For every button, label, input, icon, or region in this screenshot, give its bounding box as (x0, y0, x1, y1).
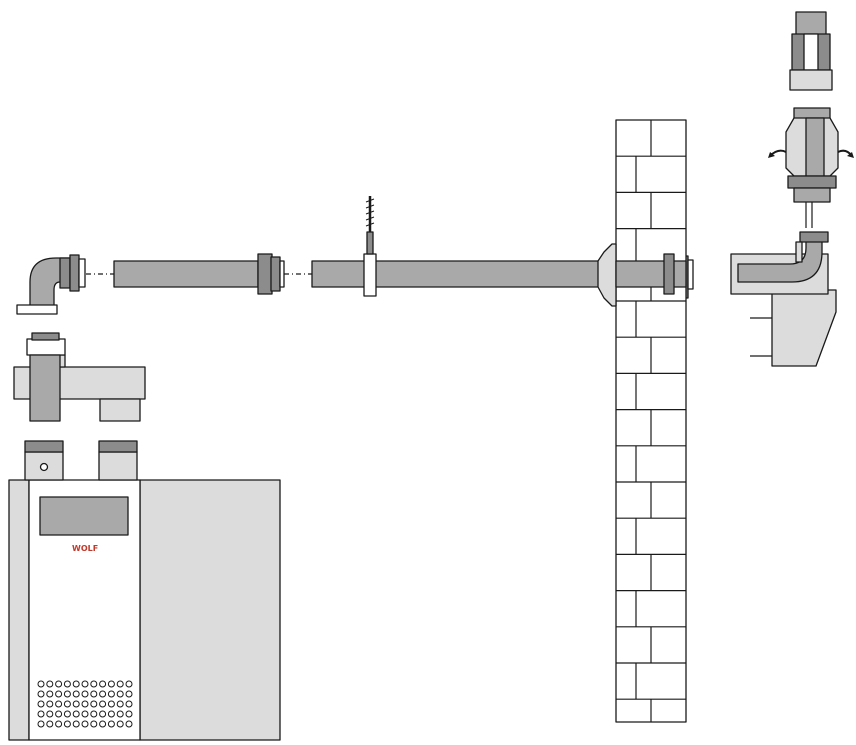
terminal-cap (789, 11, 833, 91)
wall-brick-joints (616, 120, 686, 722)
grille-hole (37, 700, 45, 708)
grille-hole (46, 680, 54, 688)
grille-hole (37, 690, 45, 698)
grille-hole (72, 690, 80, 698)
grille-hole (116, 710, 124, 718)
grille-hole (116, 720, 124, 728)
grille-hole (125, 720, 133, 728)
grille-hole (46, 700, 54, 708)
grille-hole (125, 680, 133, 688)
grille-hole (81, 710, 89, 718)
grille-hole (46, 690, 54, 698)
boiler-connection-adapter (13, 332, 146, 422)
grille-hole (125, 700, 133, 708)
grille-hole (125, 690, 133, 698)
grille-hole (99, 680, 107, 688)
grille-hole (72, 710, 80, 718)
grille-hole (55, 690, 63, 698)
grille-hole (90, 680, 98, 688)
grille-hole (81, 690, 89, 698)
grille-hole (90, 690, 98, 698)
grille-hole (55, 680, 63, 688)
grille-hole (107, 690, 115, 698)
grille-hole (116, 690, 124, 698)
grille-hole (63, 710, 71, 718)
grille-hole (72, 720, 80, 728)
grille-hole (63, 690, 71, 698)
grille-hole (81, 720, 89, 728)
elbow-90-fitting (16, 254, 86, 315)
pipe-clamp-bracket (363, 196, 377, 297)
grille-hole (55, 720, 63, 728)
grille-hole (72, 700, 80, 708)
grille-hole (107, 710, 115, 718)
grille-hole (90, 720, 98, 728)
grille-hole (125, 710, 133, 718)
grille-hole (90, 700, 98, 708)
grille-hole (116, 700, 124, 708)
grille-hole (81, 680, 89, 688)
grille-hole (107, 700, 115, 708)
wall-rosette (597, 243, 687, 307)
right-arrow-icon (847, 152, 854, 158)
grille-hole (99, 700, 107, 708)
boiler-left-edge (8, 479, 30, 741)
grille-hole (55, 710, 63, 718)
grille-hole (81, 700, 89, 708)
extension-pipe (113, 253, 285, 295)
grille-hole (116, 680, 124, 688)
grille-hole (55, 700, 63, 708)
boiler-flue-outlet-left (24, 440, 64, 481)
grille-hole (46, 710, 54, 718)
grille-hole (99, 720, 107, 728)
grille-hole (63, 720, 71, 728)
grille-hole (63, 700, 71, 708)
wall-mounted-terminal (730, 231, 837, 367)
grille-hole (37, 680, 45, 688)
grille-hole (107, 720, 115, 728)
grille-hole (63, 680, 71, 688)
grille-hole (90, 710, 98, 718)
boiler-display (39, 496, 129, 536)
grille-hole (37, 720, 45, 728)
grille-hole (99, 690, 107, 698)
grille-hole (46, 720, 54, 728)
boiler-side-panel (139, 479, 281, 741)
terminal-outlet-fitting (785, 107, 839, 228)
boiler-vent-grille (37, 680, 133, 728)
brick-wall (615, 119, 687, 723)
left-arrow-icon (768, 152, 775, 158)
grille-hole (99, 710, 107, 718)
grille-hole (107, 680, 115, 688)
grille-hole (37, 710, 45, 718)
boiler-unit: WOLF (8, 440, 281, 741)
grille-hole (72, 680, 80, 688)
boiler-brand-logo: WOLF (72, 544, 98, 553)
boiler-flue-outlet-right (98, 440, 138, 481)
